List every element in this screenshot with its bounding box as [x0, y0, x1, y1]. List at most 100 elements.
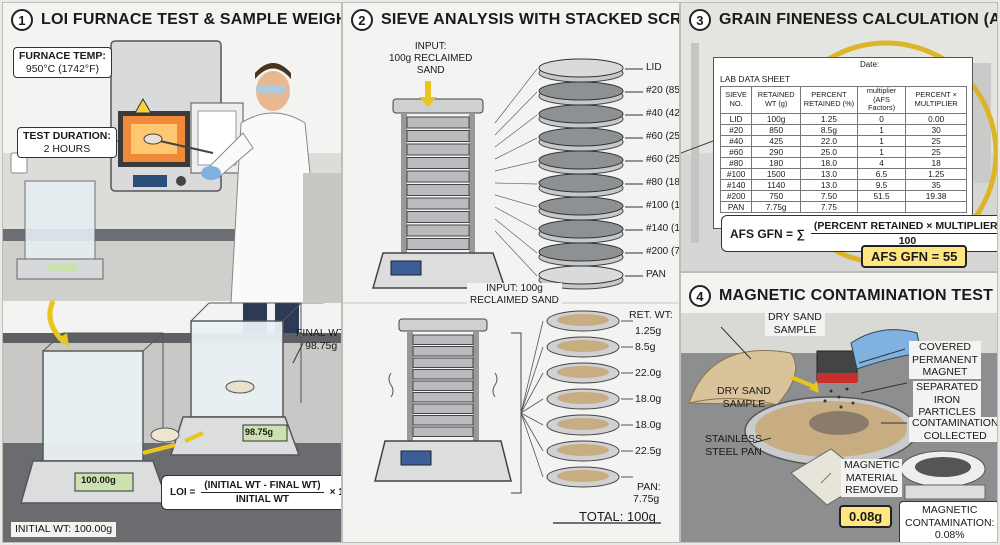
total-weight: TOTAL: 100g [579, 509, 656, 524]
input-top-line-1: INPUT: [414, 41, 447, 52]
panel-3-title: 3 GRAIN FINENESS CALCULATION (AFS) [689, 9, 997, 31]
pan-link-line [520, 412, 544, 478]
sand-pile-icon [688, 350, 797, 406]
stainless-steel-pan-icon [744, 396, 918, 466]
pan-link-line [520, 398, 544, 414]
lab-data-sheet: Date: LAB DATA SHEET SIEVE NO.RETAINED W… [713, 57, 973, 229]
pan-weight-value: 7.75g [633, 493, 660, 505]
table-cell: 7.50 [800, 189, 858, 202]
stacked-sieve [406, 130, 470, 142]
ret-wt-label: RET. WT: [629, 309, 673, 321]
loi-formula-fraction: (INITIAL WT - FINAL WT) INITIAL WT [201, 480, 324, 505]
table-cell: 7.75 [800, 200, 858, 213]
panel-1-title-text: LOI FURNACE TEST & SAMPLE WEIGHING [41, 11, 341, 28]
exploded-sieve-mesh [538, 219, 624, 239]
table-header-cell: PERCENT × MULTIPLIER [905, 86, 967, 114]
final-weight-callout: FINAL WT: 98.75g [291, 325, 342, 354]
step-4-badge: 4 [689, 285, 711, 307]
loi-formula-numerator: (INITIAL WT - FINAL WT) [201, 480, 324, 493]
table-header-cell: multiplier (AFS Factors) [856, 86, 907, 114]
stacked-sieve [406, 170, 470, 183]
step-1-badge: 1 [11, 9, 33, 31]
table-cell: #60 [719, 145, 753, 158]
exploded-sieve-mesh [538, 150, 624, 170]
duration-label: TEST DURATION: [23, 130, 111, 142]
dry-sand-left-label: DRY SAND SAMPLE [717, 385, 771, 410]
scale-display-initial: 100.00g [81, 475, 116, 486]
stacked-sieve [406, 224, 470, 237]
stacked-sieve [406, 143, 470, 156]
table-cell: 1500 [751, 167, 802, 180]
step-2-badge: 2 [351, 9, 373, 31]
stacked-sieve [406, 197, 470, 210]
table-cell: 1 [856, 134, 907, 147]
scale-display-final: 98.75g [245, 427, 274, 437]
stacked-sieve [412, 392, 474, 403]
retained-sand [557, 444, 609, 456]
retained-weight-value: 18.0g [635, 419, 662, 431]
table-cell: PAN [719, 200, 753, 213]
table-cell: 180 [751, 156, 802, 169]
pan-weight-label: PAN: [637, 481, 661, 493]
loi-formula-lhs: LOI = [170, 487, 196, 498]
sieve-link-line [494, 206, 538, 231]
table-cell: 1.25 [800, 112, 858, 125]
table-header-row: SIEVE NO.RETAINED WT (g)PERCENT RETAINED… [719, 86, 967, 114]
duration-value: 2 HOURS [43, 142, 91, 155]
table-cell: 8.5g [800, 123, 858, 136]
stacked-sieve [412, 380, 474, 391]
stainless-pan-label: STAINLESS STEEL PAN [705, 433, 762, 458]
furnace-temp-label: FURNACE TEMP: [19, 50, 106, 62]
magnetic-illustration [681, 313, 997, 542]
exploded-sieve-mesh [538, 127, 624, 147]
pan-link-line [520, 372, 544, 414]
exploded-sieve-mesh [538, 242, 624, 262]
final-weight-label: FINAL WT: [296, 327, 342, 339]
sieve-link-line [494, 182, 538, 185]
retained-weight-value: 22.0g [635, 367, 662, 379]
table-cell: 850 [751, 123, 802, 136]
sieve-link-line [494, 230, 538, 277]
table-cell: 425 [751, 134, 802, 147]
retained-sand [557, 314, 609, 326]
table-cell: 750 [751, 189, 802, 202]
sieve-label: #60 (250µm) [646, 154, 680, 165]
magnetic-contamination-label: MAGNETIC CONTAMINATION: [905, 504, 995, 529]
sieve-link-line [494, 160, 538, 172]
table-cell: 51.5 [856, 189, 907, 202]
panel-1-title: 1 LOI FURNACE TEST & SAMPLE WEIGHING [11, 9, 341, 31]
table-cell: 1140 [751, 178, 802, 191]
loi-formula-denominator: INITIAL WT [235, 494, 289, 505]
sieve-label: LID [646, 62, 662, 73]
sieve-label: #140 (106µm) [646, 223, 680, 234]
loi-illustration [3, 40, 341, 542]
loi-formula-rhs: × 1.25% [329, 487, 341, 498]
table-cell: 6.5 [856, 167, 907, 180]
table-cell [905, 200, 967, 213]
stacked-sieve [406, 157, 470, 169]
table-cell: 1.25 [905, 167, 967, 180]
table-cell: #20 [719, 123, 753, 136]
table-cell: 0.00 [905, 112, 967, 125]
table-cell: 25 [905, 134, 967, 147]
exploded-sieve-mesh [538, 104, 624, 124]
table-cell: 290 [751, 145, 802, 158]
stacked-sieve [412, 415, 474, 426]
final-weight-value: 98.75g [305, 339, 338, 352]
sieve-label: PAN [646, 269, 666, 280]
retained-sand [557, 392, 609, 404]
panel-4-title-text: MAGNETIC CONTAMINATION TEST [719, 287, 994, 304]
afs-result: AFS GFN = 55 [861, 245, 968, 268]
table-cell: #40 [719, 134, 753, 147]
stacked-sieve [406, 116, 470, 129]
retained-weight-value: 8.5g [635, 341, 656, 353]
sieve-label: #20 (850µm) [646, 85, 680, 96]
input-bottom-line-2: RECLAIMED SAND [470, 295, 559, 306]
sieve-label: #200 (75µm) [646, 246, 680, 257]
table-cell: 13.0 [800, 178, 858, 191]
panel-2-title: 2 SIEVE ANALYSIS WITH STACKED SCREENS [351, 9, 679, 31]
